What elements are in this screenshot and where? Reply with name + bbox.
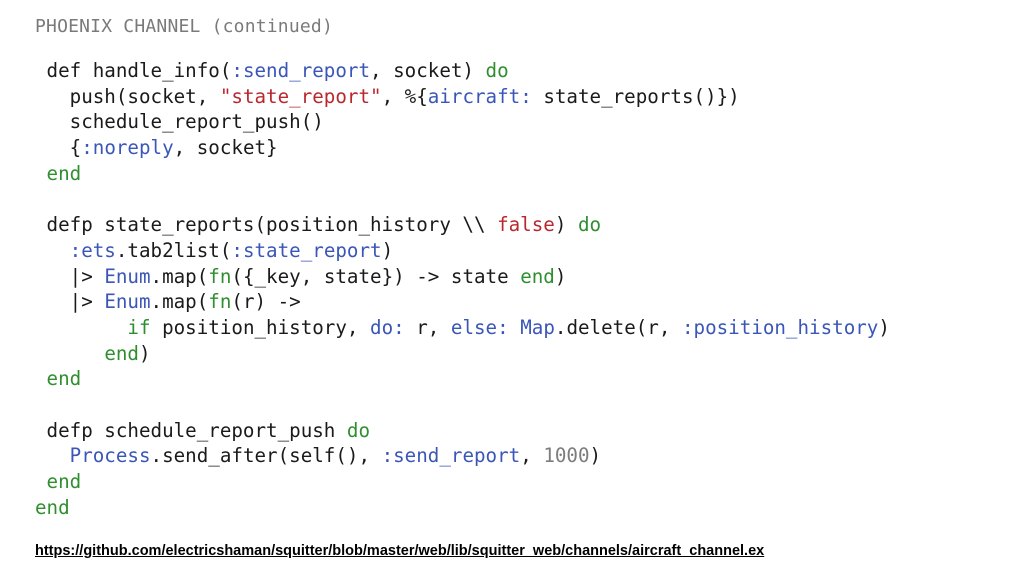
code-line: {:noreply, socket}: [35, 135, 890, 161]
code-number: 1000: [543, 444, 590, 468]
code-line: push(socket, "state_report", %{aircraft:…: [35, 84, 890, 110]
code-line: defp schedule_report_push do: [35, 418, 890, 444]
slide-title: PHOENIX CHANNEL (continued): [35, 16, 333, 37]
code-line: end): [35, 341, 890, 367]
code-line: [35, 186, 890, 212]
code-text: [35, 444, 70, 467]
code-keyword: fn: [208, 264, 232, 288]
code-keyword: end: [35, 495, 70, 519]
code-text: defp state_reports(position_history \\: [35, 213, 498, 237]
code-text: ): [138, 341, 151, 365]
code-keyword: end: [104, 341, 139, 365]
code-keyword: if: [127, 315, 151, 339]
code-atom: :ets: [69, 238, 116, 262]
code-keyword: do: [577, 213, 602, 237]
code-text: |>: [35, 264, 105, 288]
code-atom: do:: [370, 315, 405, 339]
code-text: push(socket,: [35, 84, 220, 108]
code-line: def handle_info(:send_report, socket) do: [35, 58, 890, 84]
code-text: r,: [404, 315, 451, 339]
code-atom: :state_report: [231, 238, 382, 262]
code-line: end: [35, 469, 890, 495]
code-text: schedule_report_push(): [35, 110, 324, 134]
code-text: |>: [35, 290, 105, 314]
code-text: [35, 342, 104, 365]
code-text: {: [35, 136, 82, 160]
code-atom: :position_history: [681, 315, 879, 339]
code-line: |> Enum.map(fn(r) ->: [35, 289, 890, 315]
code-text: defp schedule_report_push: [35, 418, 347, 442]
code-text: ): [589, 444, 602, 468]
code-keyword: do: [485, 59, 509, 82]
code-module: Map: [520, 315, 555, 339]
code-keyword: do: [346, 418, 371, 442]
code-line: Process.send_after(self(), :send_report,…: [35, 443, 890, 469]
code-text: [35, 239, 70, 262]
code-text: [35, 316, 127, 339]
code-text: .delete(r,: [554, 315, 682, 339]
code-keyword: end: [35, 161, 82, 185]
code-text: .send_after(self(),: [150, 444, 382, 468]
code-text: [509, 316, 521, 339]
code-keyword: end: [520, 264, 555, 288]
code-atom: :send_report: [381, 444, 521, 468]
code-atom: aircraft:: [427, 84, 532, 108]
code-module: Enum: [104, 290, 151, 314]
code-text: def handle_info(: [35, 59, 232, 82]
code-line: schedule_report_push(): [35, 109, 890, 135]
code-atom: else:: [450, 315, 509, 339]
code-text: , %{: [381, 84, 428, 108]
code-keyword: end: [35, 470, 82, 493]
code-line: defp state_reports(position_history \\ f…: [35, 212, 890, 238]
code-atom: :noreply: [81, 136, 174, 160]
code-line: end: [35, 366, 890, 392]
code-string: "state_report": [219, 84, 382, 108]
code-keyword: fn: [208, 290, 232, 314]
code-text: ,: [520, 444, 544, 468]
code-module: Process: [69, 444, 151, 468]
code-atom: :send_report: [231, 59, 371, 82]
code-line: end: [35, 161, 890, 187]
code-string: false: [497, 213, 555, 237]
code-line: |> Enum.map(fn({_key, state}) -> state e…: [35, 264, 890, 290]
code-text: ): [554, 264, 567, 288]
code-text: ): [878, 315, 890, 339]
source-link[interactable]: https://github.com/electricshaman/squitt…: [35, 543, 765, 559]
code-text: ({_key, state}) -> state: [231, 264, 521, 288]
code-line: end: [35, 495, 890, 521]
code-text: ): [554, 213, 578, 237]
code-text: , socket}: [173, 136, 278, 160]
code-text: (r) ->: [231, 290, 301, 314]
code-text: .map(: [150, 290, 209, 314]
code-line: [35, 392, 890, 418]
code-text: .map(: [150, 264, 209, 288]
code-text: ): [381, 238, 394, 262]
code-line: if position_history, do: r, else: Map.de…: [35, 315, 890, 341]
code-text: state_reports()}): [531, 84, 740, 108]
code-line: :ets.tab2list(:state_report): [35, 238, 890, 264]
code-text: .tab2list(: [115, 238, 232, 262]
code-text: position_history,: [150, 315, 371, 339]
code-block: def handle_info(:send_report, socket) do…: [35, 58, 890, 520]
code-keyword: end: [35, 367, 82, 391]
code-module: Enum: [104, 264, 151, 288]
code-text: , socket): [370, 59, 486, 82]
